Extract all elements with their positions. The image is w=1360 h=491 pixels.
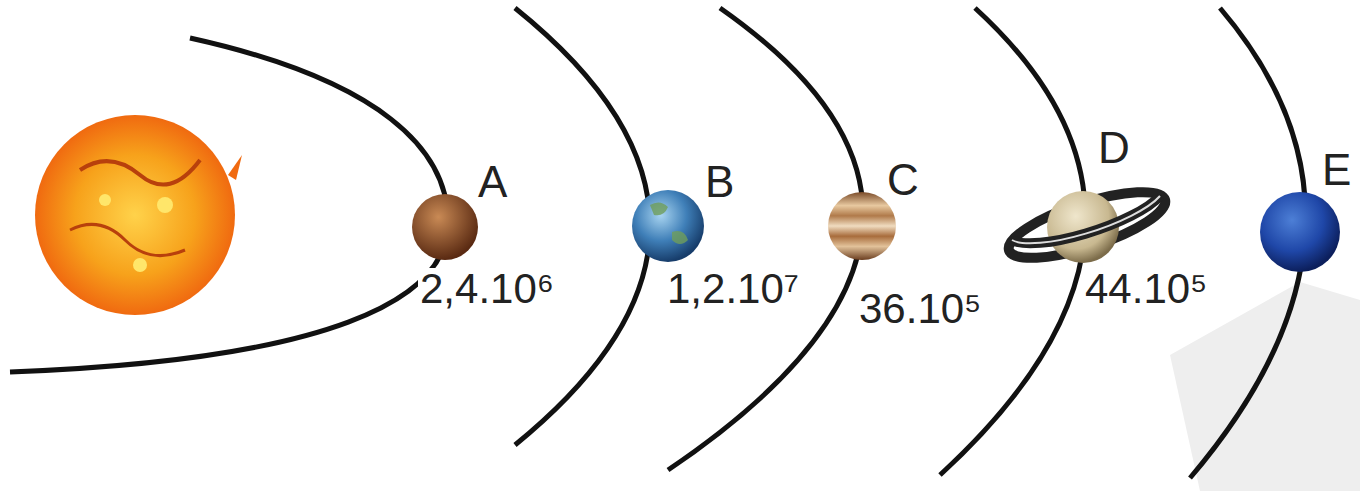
planet-label: D <box>1098 126 1130 170</box>
planet-b <box>632 190 704 262</box>
grey-shape <box>1170 282 1360 491</box>
sun <box>35 115 242 315</box>
planet-c <box>828 192 896 260</box>
planet-label: A <box>478 160 507 204</box>
planet-label: C <box>887 158 919 202</box>
distance-value: 1,2.10⁷ <box>665 268 801 310</box>
distance-value: 36.10⁵ <box>857 288 984 330</box>
planet-label: E <box>1322 148 1351 192</box>
planet-a <box>412 194 478 260</box>
planet-label: B <box>705 160 734 204</box>
planet-d <box>1002 179 1172 272</box>
orbit-lines <box>10 8 1306 478</box>
planet-e <box>1260 192 1340 272</box>
distance-value: 2,4.10⁶ <box>418 268 556 310</box>
distance-value: 44.10⁵ <box>1083 268 1210 310</box>
